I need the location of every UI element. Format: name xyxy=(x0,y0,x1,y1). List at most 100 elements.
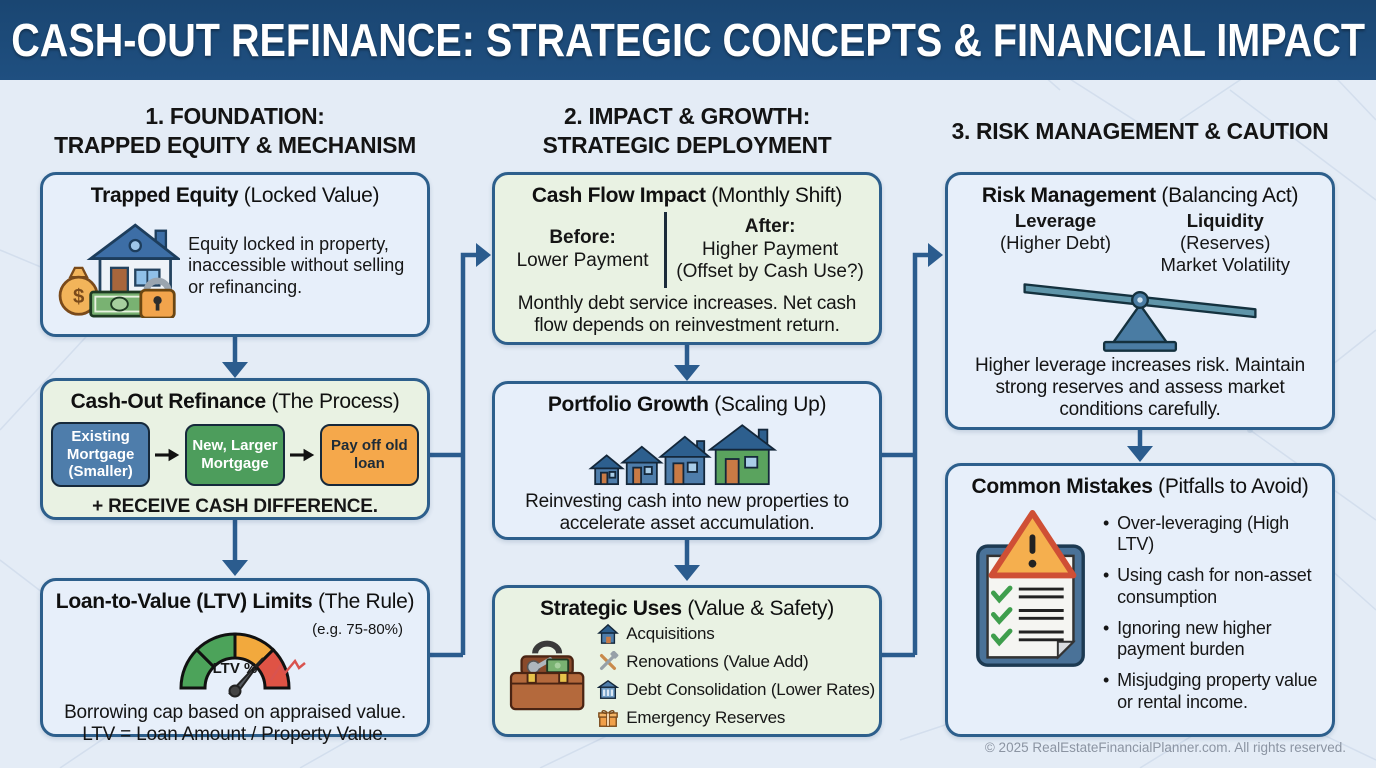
trapped-equity-title: Trapped Equity (Locked Value) xyxy=(43,184,427,208)
mistake-item: Misjudging property value or rental inco… xyxy=(1103,670,1322,712)
portfolio-growth-title-bold: Portfolio Growth xyxy=(547,393,709,416)
ltv-limits-title-rest: (The Rule) xyxy=(317,590,415,613)
gift-icon xyxy=(598,710,619,727)
receive-cash-note: + RECEIVE CASH DIFFERENCE. xyxy=(92,496,378,518)
strategic-use-item: Renovations (Value Add) xyxy=(597,651,875,673)
column-1-heading: 1. FOUNDATION: TRAPPED EQUITY & MECHANIS… xyxy=(46,102,424,159)
strategic-uses-title-bold: Strategic Uses xyxy=(540,597,682,620)
growing-houses-icon xyxy=(588,424,778,486)
liquidity-sub2: Market Volatility xyxy=(1160,254,1290,276)
risk-management-title-bold: Risk Management xyxy=(981,184,1156,207)
column-1-heading-line2: TRAPPED EQUITY & MECHANISM xyxy=(54,131,416,158)
ltv-limits-box: Loan-to-Value (LTV) Limits (The Rule) LT… xyxy=(40,578,430,745)
liquidity-sub1: (Reserves) xyxy=(1179,232,1271,254)
step-pay-off-old-loan: Pay off old loan xyxy=(319,423,419,486)
column-2-heading-line2: STRATEGIC DEPLOYMENT xyxy=(542,131,832,158)
mistake-item: Over-leveraging (High LTV) xyxy=(1103,513,1322,555)
risk-management-title: Risk Management (Balancing Act) xyxy=(948,184,1332,208)
column-3-heading: 3. RISK MANAGEMENT & CAUTION xyxy=(951,117,1329,146)
column-1-heading-line1: 1. FOUNDATION: xyxy=(145,103,325,129)
leverage-label: Leverage xyxy=(1014,210,1097,231)
leverage-sub: (Higher Debt) xyxy=(1000,232,1112,254)
strategic-use-item: Acquisitions xyxy=(597,623,875,645)
trapped-equity-icon: $ xyxy=(58,223,181,318)
column-3-heading-line1: 3. RISK MANAGEMENT & CAUTION xyxy=(951,118,1329,144)
ltv-gauge-icon xyxy=(179,632,306,698)
before-column: Before: Lower Payment xyxy=(507,227,658,273)
cash-out-refinance-title-rest: (The Process) xyxy=(271,390,400,413)
mistake-item: Using cash for non-asset consumption xyxy=(1103,565,1322,607)
house-icon xyxy=(597,623,620,644)
ltv-limits-title: Loan-to-Value (LTV) Limits (The Rule) xyxy=(43,590,427,614)
mistake-text: Using cash for non-asset consumption xyxy=(1117,565,1312,607)
cash-flow-impact-title: Cash Flow Impact (Monthly Shift) xyxy=(495,184,879,208)
svg-text:$: $ xyxy=(73,286,85,308)
after-label: After: xyxy=(744,215,796,237)
ltv-limits-title-bold: Loan-to-Value (LTV) Limits xyxy=(55,590,313,613)
strategic-uses-box: Strategic Uses (Value & Safety) xyxy=(492,585,882,737)
page-title: CASH-OUT REFINANCE: STRATEGIC CONCEPTS &… xyxy=(11,14,1365,66)
cash-out-refinance-title: Cash-Out Refinance (The Process) xyxy=(43,390,427,414)
portfolio-growth-title-rest: (Scaling Up) xyxy=(714,393,827,416)
portfolio-growth-title: Portfolio Growth (Scaling Up) xyxy=(495,393,879,417)
strategic-use-label: Acquisitions xyxy=(626,624,715,643)
trapped-equity-title-bold: Trapped Equity xyxy=(90,184,239,207)
bank-icon xyxy=(597,679,620,699)
strategic-use-label: Renovations (Value Add) xyxy=(626,652,809,671)
common-mistakes-title: Common Mistakes (Pitfalls to Avoid) xyxy=(948,475,1332,499)
strategic-use-item: Emergency Reserves xyxy=(597,707,875,729)
trapped-equity-box: Trapped Equity (Locked Value) $ xyxy=(40,172,430,337)
header-banner: CASH-OUT REFINANCE: STRATEGIC CONCEPTS &… xyxy=(0,0,1376,80)
mistake-text: Over-leveraging (High LTV) xyxy=(1117,513,1289,555)
step-existing-mortgage: Existing Mortgage (Smaller) xyxy=(51,422,151,488)
bullet-dot xyxy=(1103,618,1109,660)
ltv-body-line2: LTV = Loan Amount / Property Value. xyxy=(82,724,388,746)
before-text: Lower Payment xyxy=(516,250,649,271)
strategic-use-label: Debt Consolidation (Lower Rates) xyxy=(626,680,875,699)
liquidity-label: Liquidity xyxy=(1186,210,1264,231)
portfolio-growth-body: Reinvesting cash into new properties to … xyxy=(525,491,849,535)
tools-icon xyxy=(600,651,619,671)
mistake-text: Ignoring new higher payment burden xyxy=(1117,617,1272,660)
bullet-dot xyxy=(1103,670,1109,712)
cash-flow-impact-title-rest: (Monthly Shift) xyxy=(711,184,843,207)
bullet-dot xyxy=(1103,513,1109,555)
toolbox-icon xyxy=(509,640,585,711)
before-after-divider xyxy=(664,212,668,288)
checklist-warning-icon xyxy=(976,509,1085,667)
leverage-label-block: Leverage (Higher Debt) xyxy=(1000,210,1111,277)
right-arrow-icon xyxy=(155,448,180,461)
strategic-uses-title: Strategic Uses (Value & Safety) xyxy=(495,597,879,621)
after-text: Higher Payment (Offset by Cash Use?) xyxy=(676,238,864,283)
copyright-notice: © 2025 RealEstateFinancialPlanner.com. A… xyxy=(984,740,1346,755)
risk-management-box: Risk Management (Balancing Act) Leverage… xyxy=(945,172,1335,430)
cash-flow-impact-body: Monthly debt service increases. Net cash… xyxy=(517,293,857,337)
right-arrow-icon xyxy=(289,448,314,461)
cash-flow-impact-title-bold: Cash Flow Impact xyxy=(531,184,706,207)
strategic-use-label: Emergency Reserves xyxy=(626,708,786,727)
strategic-use-item: Debt Consolidation (Lower Rates) xyxy=(597,679,875,701)
common-mistakes-title-bold: Common Mistakes xyxy=(971,475,1153,498)
bullet-dot xyxy=(1103,565,1109,607)
trapped-equity-title-rest: (Locked Value) xyxy=(243,184,380,207)
common-mistakes-title-rest: (Pitfalls to Avoid) xyxy=(1158,475,1309,498)
risk-management-body: Higher leverage increases risk. Maintain… xyxy=(975,354,1305,420)
after-column: After: Higher Payment (Offset by Cash Us… xyxy=(673,216,867,284)
step-new-larger-mortgage: New, Larger Mortgage xyxy=(185,423,285,486)
strategic-uses-title-rest: (Value & Safety) xyxy=(687,597,834,620)
gauge-label: LTV % xyxy=(212,660,258,677)
cash-flow-impact-box: Cash Flow Impact (Monthly Shift) Before:… xyxy=(492,172,882,345)
column-2-heading-line1: 2. IMPACT & GROWTH: xyxy=(563,103,811,129)
column-2-heading: 2. IMPACT & GROWTH: STRATEGIC DEPLOYMENT xyxy=(498,102,876,159)
gauge-note: (e.g. 75-80%) xyxy=(312,621,403,638)
cash-out-refinance-box: Cash-Out Refinance (The Process) Existin… xyxy=(40,378,430,520)
risk-management-title-rest: (Balancing Act) xyxy=(1161,184,1299,207)
ltv-body-line1: Borrowing cap based on appraised value. xyxy=(64,702,406,723)
cash-out-refinance-title-bold: Cash-Out Refinance xyxy=(70,390,267,413)
trapped-equity-body: Equity locked in property, inaccessible … xyxy=(188,233,405,297)
before-label: Before: xyxy=(549,227,616,249)
liquidity-label-block: Liquidity (Reserves) Market Volatility xyxy=(1160,210,1290,277)
mistake-item: Ignoring new higher payment burden xyxy=(1103,618,1322,660)
portfolio-growth-box: Portfolio Growth (Scaling Up) xyxy=(492,381,882,540)
